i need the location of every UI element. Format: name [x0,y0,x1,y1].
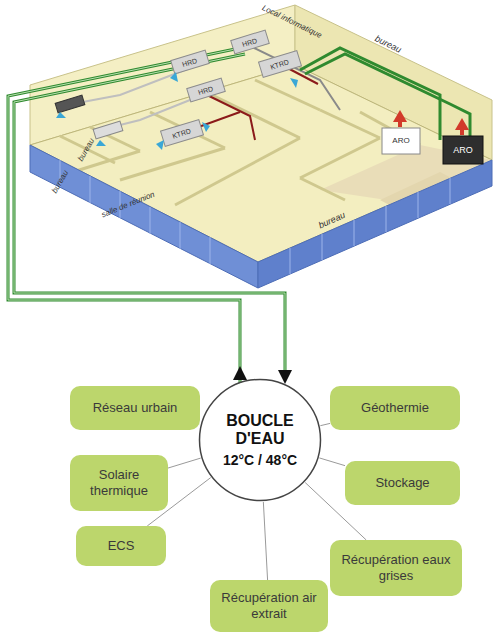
source-label: Stockage [375,475,429,491]
connector-line [168,458,201,468]
air-flow-arrows [156,72,298,150]
unit-label: KTRD [270,58,290,70]
unit-label: HRD [198,84,215,95]
warm-air-arrow [393,110,469,135]
water-loop-circle: BOUCLE D'EAU 12°C / 48°C [198,378,322,502]
air-flow-arrow [96,140,106,146]
unit-label: KTRD [172,127,192,139]
unit-label: HRD [242,36,259,47]
aro-unit [382,128,420,154]
source-box: ECS [76,526,166,566]
room-label: bureau [50,169,69,195]
flow-arrowhead [233,366,247,380]
source-label: Récupération eaux grises [338,552,454,583]
source-box: Récupération air extrait [210,580,328,632]
connector-line [263,502,267,580]
room-label: bureau [76,137,95,163]
room-label: bureau [317,210,346,230]
source-box: Solaire thermique [70,455,168,511]
ceiling-unit [93,121,123,139]
loop-temperature: 12°C / 48°C [215,452,305,468]
source-box: Récupération eaux grises [330,540,462,596]
unit-label: HRD [182,56,199,67]
unit-label: ARO [392,137,409,145]
front-facade [30,145,258,288]
unit-label: ARO [453,146,473,155]
room-label: Local informatique [261,4,323,40]
connector-line [320,423,330,425]
source-label: ECS [108,538,135,554]
flow-arrowhead [278,370,292,384]
room-label: bureau [373,34,402,54]
water-pipes [8,48,470,384]
ceiling-unit [55,95,85,113]
source-label: Récupération air extrait [218,590,320,621]
facade-windows [60,160,450,274]
source-box: Réseau urbain [70,386,200,430]
air-flow-arrow [56,112,66,118]
aro-unit [443,136,483,164]
source-label: Réseau urbain [93,400,178,416]
connector-line [319,458,345,466]
source-box: Stockage [345,461,460,505]
source-box: Géothermie [330,386,460,430]
source-label: Solaire thermique [78,467,160,498]
floor [30,65,492,262]
indoor-units [161,30,302,146]
refrigerant-lines [72,46,340,140]
room-label: salle de réunion [100,191,155,220]
partition-walls [60,80,420,205]
source-label: Géothermie [361,400,429,416]
connector-line [199,424,200,425]
front-facade [258,160,492,288]
pipe-highlight [8,48,285,384]
loop-title: BOUCLE D'EAU [215,412,305,449]
